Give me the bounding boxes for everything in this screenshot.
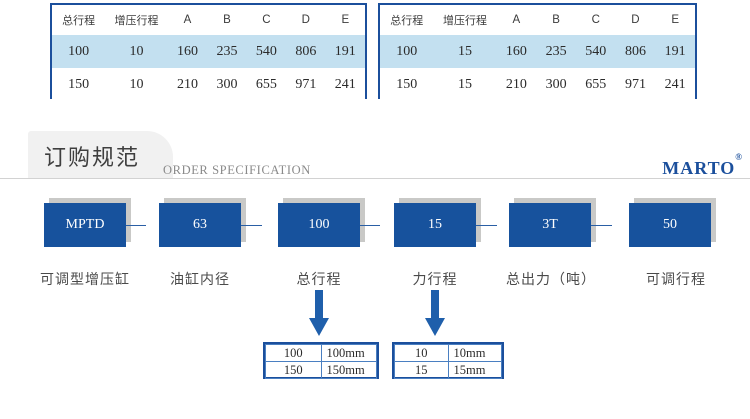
cell-d: 971: [286, 68, 326, 101]
cell-c: 655: [575, 68, 616, 101]
force-stroke-mapping-table: 10 10mm 15 15mm: [392, 342, 504, 379]
stroke-mapping-table: 100 100mm 150 150mm: [263, 342, 379, 379]
cell-unit: 15mm: [447, 361, 502, 379]
cell-boost-stroke: 15: [433, 68, 497, 101]
cell-e: 191: [655, 35, 695, 68]
spec-table-stroke-15: 总行程 增压行程 A B C D E 100 15 160 235 540 80…: [378, 3, 697, 101]
table-row: 10 10mm: [394, 344, 502, 362]
column-header-c: C: [591, 14, 600, 26]
page-title: 订购规范: [44, 145, 141, 170]
cell-unit: 100mm: [320, 344, 377, 362]
cell-total-stroke: 150: [380, 68, 434, 101]
cell-boost-stroke: 10: [105, 68, 168, 101]
column-header-e: E: [671, 14, 679, 26]
cell-code: 150: [265, 361, 322, 379]
cell-total-stroke: 100: [380, 35, 434, 68]
cell-c: 540: [246, 35, 287, 68]
connector-line: [591, 225, 612, 226]
brand-logo: MARTO®: [662, 152, 743, 179]
spec-table-stroke-10: 总行程 增压行程 A B C D E 100 10 160 235 540 80…: [50, 3, 367, 101]
code-box-model[interactable]: MPTD: [44, 203, 126, 247]
code-label-total-stroke: 总行程: [296, 271, 342, 287]
column-header-b: B: [552, 14, 560, 26]
cell-a: 210: [167, 68, 208, 101]
connector-line: [126, 225, 146, 226]
cell-boost-stroke: 15: [433, 35, 497, 68]
code-label-bore: 油缸内径: [170, 271, 230, 287]
table-header-row: 总行程 增压行程 A B C D E: [380, 5, 695, 35]
page-subtitle: ORDER SPECIFICATION: [163, 163, 311, 177]
cell-code: 15: [394, 361, 449, 379]
connector-line: [360, 225, 380, 226]
cell-b: 235: [207, 35, 247, 68]
table-row: 150 150mm: [265, 361, 377, 379]
cell-code: 10: [394, 344, 449, 362]
code-box-output-force[interactable]: 3T: [509, 203, 591, 247]
column-header-c: C: [262, 14, 271, 26]
table-row: 150 10 210 300 655 971 241: [52, 68, 365, 101]
cell-d: 806: [286, 35, 326, 68]
code-label-output-force: 总出力（吨）: [506, 271, 596, 287]
code-box-adjust-stroke[interactable]: 50: [629, 203, 711, 247]
code-box-bore[interactable]: 63: [159, 203, 241, 247]
table-header-row: 总行程 增压行程 A B C D E: [52, 5, 365, 35]
column-header-d: D: [301, 14, 310, 26]
table-row: 100 100mm: [265, 344, 377, 362]
cell-a: 210: [496, 68, 537, 101]
down-arrow-icon-force-stroke: [425, 290, 445, 336]
code-box-total-stroke[interactable]: 100: [278, 203, 360, 247]
table-row: 15 15mm: [394, 361, 502, 379]
cell-c: 540: [575, 35, 616, 68]
connector-line: [476, 225, 497, 226]
table-row: 100 15 160 235 540 806 191: [380, 35, 695, 68]
column-header-total-stroke: 总行程: [62, 15, 96, 27]
cell-d: 971: [615, 68, 656, 101]
brand-name: MARTO: [662, 158, 736, 178]
table-row: 100 10 160 235 540 806 191: [52, 35, 365, 68]
column-header-e: E: [341, 14, 350, 26]
cell-boost-stroke: 10: [105, 35, 168, 68]
cell-d: 806: [615, 35, 656, 68]
cell-e: 241: [325, 68, 365, 101]
cell-total-stroke: 100: [52, 35, 106, 68]
table-row: 150 15 210 300 655 971 241: [380, 68, 695, 101]
cell-b: 300: [536, 68, 576, 101]
cell-b: 235: [536, 35, 576, 68]
cell-code: 100: [265, 344, 322, 362]
code-label-model: 可调型增压缸: [40, 271, 130, 287]
column-header-a: A: [183, 14, 192, 26]
code-box-force-stroke[interactable]: 15: [394, 203, 476, 247]
column-header-boost-stroke: 增压行程: [114, 15, 159, 27]
column-header-total-stroke: 总行程: [390, 15, 424, 27]
column-header-d: D: [631, 14, 640, 26]
cell-a: 160: [496, 35, 537, 68]
column-header-b: B: [223, 14, 231, 26]
column-header-boost-stroke: 增压行程: [443, 15, 488, 27]
column-header-a: A: [512, 14, 521, 26]
code-label-force-stroke: 力行程: [412, 271, 458, 287]
header-divider: [0, 178, 750, 179]
cell-c: 655: [246, 68, 287, 101]
section-title-plate: [28, 131, 173, 179]
cell-unit: 150mm: [320, 361, 377, 379]
down-arrow-icon-total-stroke: [309, 290, 329, 336]
cell-e: 241: [655, 68, 695, 101]
cell-b: 300: [207, 68, 247, 101]
cell-total-stroke: 150: [52, 68, 106, 101]
cell-e: 191: [325, 35, 365, 68]
connector-line: [241, 225, 262, 226]
cell-a: 160: [167, 35, 208, 68]
code-label-adjust-stroke: 可调行程: [646, 271, 706, 287]
cell-unit: 10mm: [447, 344, 502, 362]
registered-trademark-icon: ®: [735, 152, 743, 162]
